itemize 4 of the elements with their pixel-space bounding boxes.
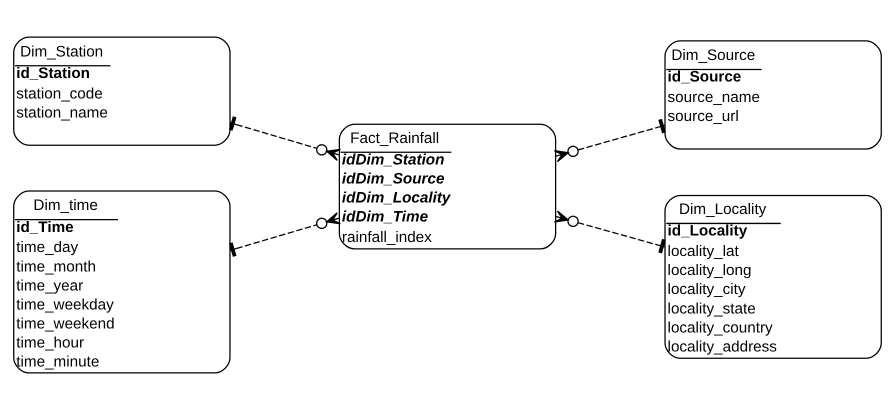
connector: [228, 116, 342, 161]
connector: [554, 118, 666, 162]
connector: [228, 212, 342, 257]
connector: [554, 210, 666, 254]
